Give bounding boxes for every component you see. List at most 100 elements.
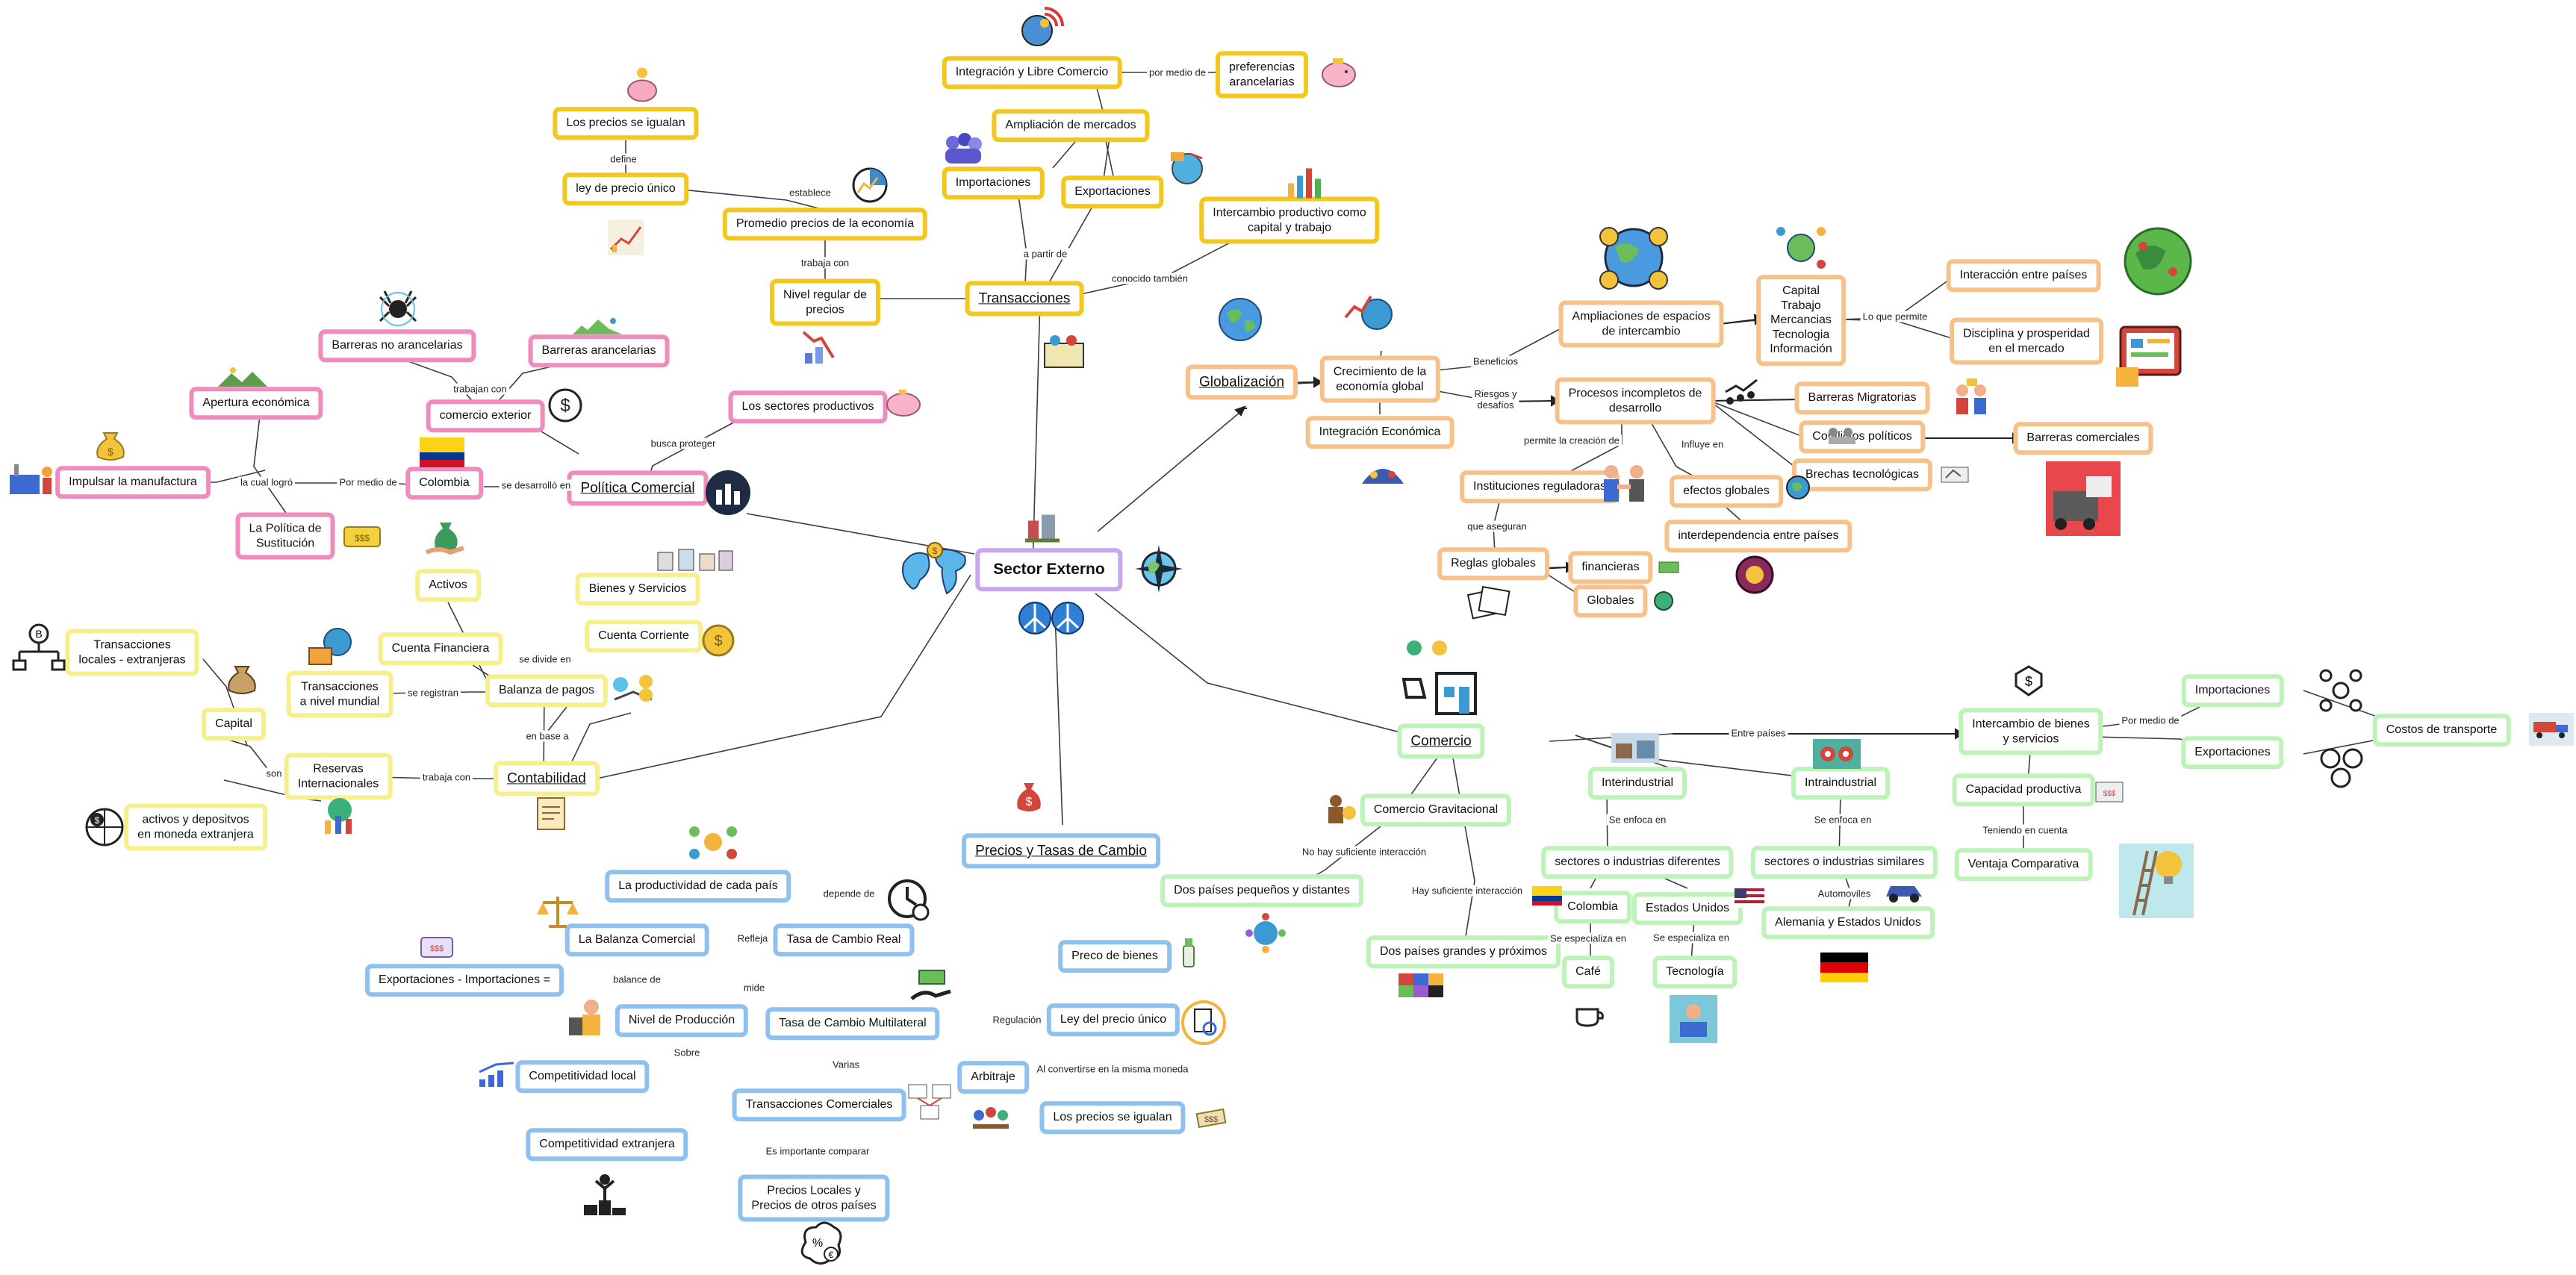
- node-integracion-economica[interactable]: Integración Económica: [1305, 416, 1455, 449]
- node-precios-locales[interactable]: Precios Locales y Precios de otros paíse…: [738, 1174, 890, 1222]
- node-contabilidad[interactable]: Contabilidad: [494, 761, 600, 797]
- node-ley-precio-unico-bottom[interactable]: Ley del precio único: [1046, 1003, 1180, 1036]
- network-money-icon: [689, 826, 737, 859]
- node-precios-tasas-cambio[interactable]: Precios y Tasas de Cambio: [962, 833, 1160, 869]
- node-tecnologia[interactable]: Tecnología: [1652, 956, 1737, 988]
- node-ampliacion-mercados[interactable]: Ampliación de mercados: [992, 109, 1150, 142]
- node-politica-comercial[interactable]: Política Comercial: [567, 470, 709, 506]
- node-dos-paises-pequenos[interactable]: Dos países pequeños y distantes: [1160, 874, 1363, 907]
- node-cuenta-financiera[interactable]: Cuenta Financiera: [378, 632, 503, 665]
- shop-people-icon: [1401, 640, 1477, 715]
- center-node-sector-externo[interactable]: Sector Externo: [975, 548, 1123, 591]
- city-scene-icon: [1025, 514, 1060, 543]
- node-competitividad-local[interactable]: Competitividad local: [515, 1060, 650, 1093]
- node-colombia-politica[interactable]: Colombia: [405, 467, 483, 499]
- node-conflictos-politicos[interactable]: Conflictos políticos: [1799, 420, 1926, 453]
- node-ventaja-comparativa[interactable]: Ventaja Comparativa: [1954, 848, 2093, 881]
- node-costos-transporte[interactable]: Costos de transporte: [2372, 714, 2511, 746]
- node-interindustrial[interactable]: Interindustrial: [1587, 767, 1687, 799]
- colombia-flag-icon: [420, 437, 464, 467]
- node-activos-depositos[interactable]: activos y depositvos en moneda extranjer…: [124, 803, 267, 851]
- node-preferencias-arancelarias[interactable]: preferencias arancelarias: [1215, 51, 1309, 99]
- node-arbitraje[interactable]: Arbitraje: [957, 1061, 1029, 1094]
- node-precios-se-igualan-top[interactable]: Los precios se igualan: [553, 107, 699, 140]
- node-balanza-pagos[interactable]: Balanza de pagos: [485, 674, 609, 707]
- node-capacidad-productiva[interactable]: Capacidad productiva: [1952, 773, 2095, 806]
- node-barreras-migratorias[interactable]: Barreras Migratorias: [1794, 381, 1930, 414]
- node-sectores-diferentes[interactable]: sectores o industrias diferentes: [1541, 846, 1734, 879]
- node-capital-trabajo-list[interactable]: Capital Trabajo Mercancias Tecnologia In…: [1756, 275, 1846, 366]
- node-activos[interactable]: Activos: [415, 569, 481, 602]
- node-barreras-no-arancelarias[interactable]: Barreras no arancelarias: [318, 329, 476, 362]
- edge-label: Se enfoca en: [1606, 814, 1669, 826]
- node-interaccion-paises[interactable]: Interacción entre países: [1946, 259, 2101, 292]
- node-balanza-comercial[interactable]: La Balanza Comercial: [564, 923, 709, 956]
- node-importaciones-comercio[interactable]: Importaciones: [2181, 674, 2284, 707]
- node-competitividad-extranjera[interactable]: Competitividad extranjera: [526, 1128, 688, 1161]
- node-efectos-globales[interactable]: efectos globales: [1670, 475, 1783, 508]
- node-tasa-cambio-real[interactable]: Tasa de Cambio Real: [773, 923, 915, 956]
- node-politica-sustitucion[interactable]: La Política de Sustitución: [235, 512, 335, 560]
- export-coins-icon: [2320, 748, 2363, 788]
- node-sectores-similares[interactable]: sectores o industrias similares: [1750, 846, 1938, 879]
- node-transacciones-mundial[interactable]: Transacciones a nivel mundial: [286, 670, 393, 718]
- node-preco-bienes[interactable]: Preco de bienes: [1058, 940, 1172, 973]
- node-precios-se-igualan-bottom[interactable]: Los precios se igualan: [1039, 1101, 1186, 1134]
- node-intercambio-bienes-servicios[interactable]: Intercambio de bienes y servicios: [1959, 708, 2103, 755]
- node-transacciones[interactable]: Transacciones: [965, 281, 1084, 317]
- node-cuenta-corriente[interactable]: Cuenta Corriente: [585, 620, 703, 652]
- node-intraindustrial[interactable]: Intraindustrial: [1791, 767, 1891, 799]
- node-globales[interactable]: Globales: [1573, 584, 1648, 617]
- node-promedio-precios[interactable]: Promedio precios de la economía: [722, 208, 928, 240]
- node-colombia-comercio[interactable]: Colombia: [1554, 891, 1631, 923]
- node-transacciones-comerciales[interactable]: Transacciones Comerciales: [732, 1088, 906, 1121]
- node-nivel-produccion[interactable]: Nivel de Producción: [615, 1004, 749, 1037]
- node-productividad[interactable]: La productividad de cada país: [605, 870, 791, 903]
- money-stack-icon: $$$: [1195, 1108, 1227, 1129]
- node-bienes-servicios[interactable]: Bienes y Servicios: [575, 573, 700, 605]
- node-brechas-tecnologicas[interactable]: Brechas tecnológicas: [1791, 458, 1933, 491]
- node-integracion-libre-comercio[interactable]: Integración y Libre Comercio: [942, 56, 1122, 89]
- node-comercio-exterior[interactable]: comercio exterior: [426, 399, 545, 432]
- node-alemania-eeuu[interactable]: Alemania y Estados Unidos: [1761, 906, 1935, 939]
- node-exportaciones-importaciones[interactable]: Exportaciones - Importaciones =: [365, 964, 564, 997]
- edge-label: se desarrolló en: [499, 479, 573, 491]
- node-financieras[interactable]: financieras: [1568, 551, 1653, 584]
- node-globalizacion[interactable]: Globalización: [1185, 364, 1298, 400]
- node-apertura-economica[interactable]: Apertura económica: [189, 387, 323, 420]
- node-transacciones-locales[interactable]: Transacciones locales - extranjeras: [65, 629, 199, 676]
- node-sectores-productivos[interactable]: Los sectores productivos: [728, 390, 888, 423]
- node-interdependencia[interactable]: interdependencia entre países: [1664, 520, 1852, 552]
- node-barreras-comerciales[interactable]: Barreras comerciales: [2013, 422, 2153, 455]
- node-importaciones-transacciones[interactable]: Importaciones: [942, 166, 1045, 199]
- node-instituciones-reguladoras[interactable]: Instituciones reguladoras: [1460, 470, 1620, 503]
- coin-network-icon: [1735, 555, 1774, 594]
- edge-label: define: [608, 153, 639, 165]
- peace-globes-icon: [1018, 602, 1084, 635]
- node-cafe[interactable]: Café: [1562, 956, 1614, 988]
- node-comercio-gravitacional[interactable]: Comercio Gravitacional: [1360, 794, 1512, 826]
- svg-text:$: $: [714, 633, 722, 649]
- node-comercio[interactable]: Comercio: [1397, 723, 1485, 759]
- node-exportaciones-transacciones[interactable]: Exportaciones: [1061, 175, 1164, 208]
- node-capital[interactable]: Capital: [202, 708, 266, 741]
- node-disciplina-prosperidad[interactable]: Disciplina y prosperidad en el mercado: [1950, 317, 2103, 365]
- node-reservas-internacionales[interactable]: Reservas Internacionales: [284, 752, 393, 800]
- node-ampliaciones-espacios[interactable]: Ampliaciones de espacios de intercambio: [1558, 300, 1724, 348]
- node-tasa-cambio-multilateral[interactable]: Tasa de Cambio Multilateral: [765, 1007, 940, 1040]
- node-reglas-globales[interactable]: Reglas globales: [1437, 547, 1549, 580]
- node-ley-precio-unico[interactable]: ley de precio único: [562, 172, 689, 205]
- node-procesos-incompletos[interactable]: Procesos incompletos de desarrollo: [1555, 377, 1716, 425]
- svg-text:$$$: $$$: [1204, 1115, 1218, 1124]
- node-dos-paises-grandes[interactable]: Dos países grandes y próximos: [1366, 935, 1561, 968]
- node-crecimiento-economia[interactable]: Crecimiento de la economía global: [1319, 355, 1440, 403]
- node-estados-unidos[interactable]: Estados Unidos: [1631, 892, 1743, 925]
- node-barreras-arancelarias[interactable]: Barreras arancelarias: [528, 334, 670, 367]
- edge-label: Influye en: [1679, 438, 1726, 450]
- globe-dollars-icon: [1599, 227, 1668, 290]
- node-impulsar-manufactura[interactable]: Impulsar la manufactura: [55, 466, 211, 499]
- node-exportaciones-comercio[interactable]: Exportaciones: [2181, 736, 2284, 769]
- piggy-bank-icon: [886, 390, 921, 417]
- node-intercambio-productivo[interactable]: Intercambio productivo como capital y tr…: [1199, 196, 1380, 244]
- node-nivel-regular-precios[interactable]: Nivel regular de precios: [769, 278, 881, 326]
